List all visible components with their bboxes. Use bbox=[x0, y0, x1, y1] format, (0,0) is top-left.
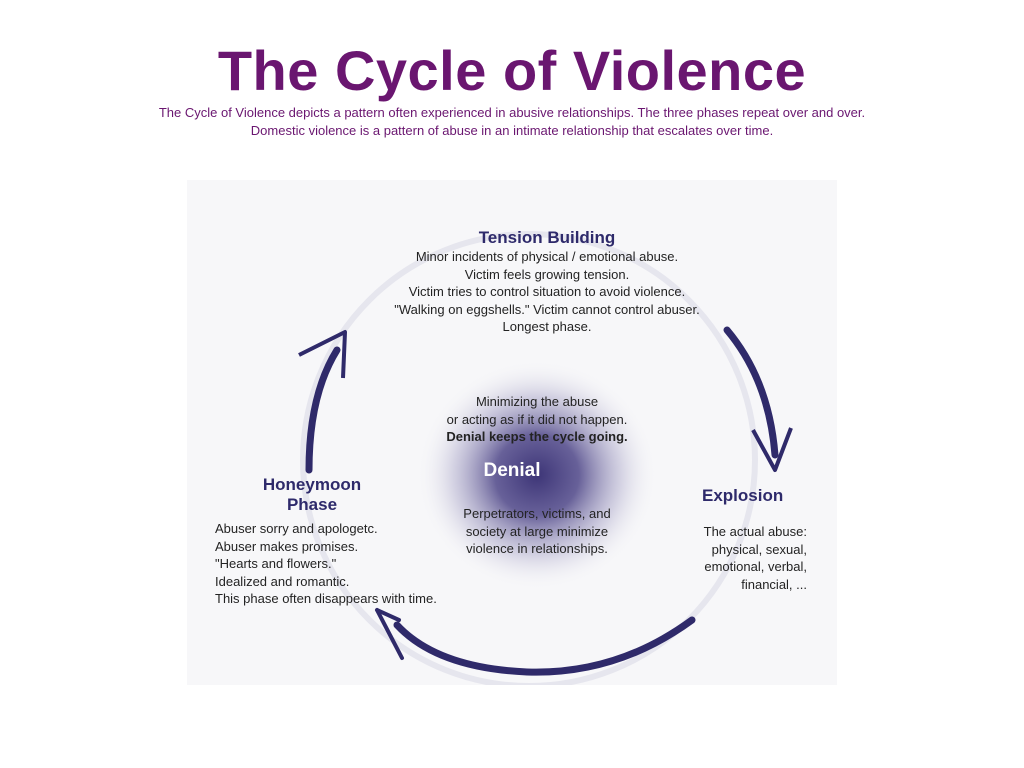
cycle-ring-shadow bbox=[300, 231, 758, 685]
explosion-line: emotional, verbal, bbox=[704, 559, 807, 574]
denial-top-line: or acting as if it did not happen. bbox=[446, 411, 628, 427]
denial-bottom-line: society at large minimize bbox=[465, 523, 609, 539]
explosion-line: physical, sexual, bbox=[711, 541, 807, 557]
denial-bottom-line: violence in relationships. bbox=[466, 541, 608, 556]
arrowhead-tension bbox=[298, 330, 347, 379]
tension-line: Victim tries to control situation to avo… bbox=[408, 284, 686, 299]
explosion-heading: Explosion bbox=[702, 486, 784, 505]
honeymoon-line: Idealized and romantic. bbox=[215, 573, 350, 589]
explosion-line: The actual abuse: bbox=[703, 524, 807, 539]
denial-bottom-line: Perpetrators, victims, and bbox=[463, 506, 611, 521]
page-title: The Cycle of Violence bbox=[217, 39, 807, 102]
denial-keeps-cycle: Denial keeps the cycle going. bbox=[446, 429, 628, 444]
honeymoon-heading: Honeymoon Phase bbox=[242, 475, 382, 515]
honeymoon-heading-line: Phase bbox=[286, 495, 338, 514]
arc-tension-to-explosion bbox=[723, 326, 779, 459]
cycle-diagram: Tension Building Minor incidents of phys… bbox=[187, 180, 837, 685]
arc-honeymoon-to-tension bbox=[305, 346, 341, 474]
denial-top-line: Minimizing the abuse bbox=[475, 394, 599, 409]
arrowhead-explosion bbox=[751, 427, 793, 472]
explosion-line: financial, ... bbox=[741, 576, 807, 592]
honeymoon-line: "Hearts and flowers." bbox=[215, 556, 337, 571]
denial-bottom-block: Perpetrators, victims, and society at la… bbox=[427, 505, 647, 558]
arc-explosion-to-honeymoon bbox=[393, 616, 696, 676]
denial-label: Denial bbox=[483, 460, 541, 481]
honeymoon-line: Abuser makes promises. bbox=[215, 538, 359, 554]
honeymoon-line: This phase often disappears with time. bbox=[215, 591, 437, 606]
tension-building-block: Tension Building Minor incidents of phys… bbox=[377, 228, 717, 336]
tension-line: Victim feels growing tension. bbox=[464, 266, 630, 282]
explosion-block: The actual abuse: physical, sexual, emot… bbox=[657, 523, 807, 593]
page-subtitle: The Cycle of Violence depicts a pattern … bbox=[158, 105, 866, 138]
honeymoon-heading-line: Honeymoon bbox=[262, 475, 362, 494]
tension-line: "Walking on eggshells." Victim cannot co… bbox=[394, 301, 700, 317]
tension-line: Longest phase. bbox=[502, 319, 592, 334]
honeymoon-block: Abuser sorry and apologetc. Abuser makes… bbox=[215, 520, 485, 608]
tension-building-heading: Tension Building bbox=[478, 228, 616, 247]
arrowhead-honeymoon bbox=[375, 608, 404, 660]
denial-block: Minimizing the abuse or acting as if it … bbox=[417, 393, 657, 446]
honeymoon-line: Abuser sorry and apologetc. bbox=[215, 521, 378, 536]
cycle-graphic bbox=[298, 231, 793, 685]
tension-line: Minor incidents of physical / emotional … bbox=[415, 249, 679, 264]
denial-glow bbox=[417, 360, 657, 590]
